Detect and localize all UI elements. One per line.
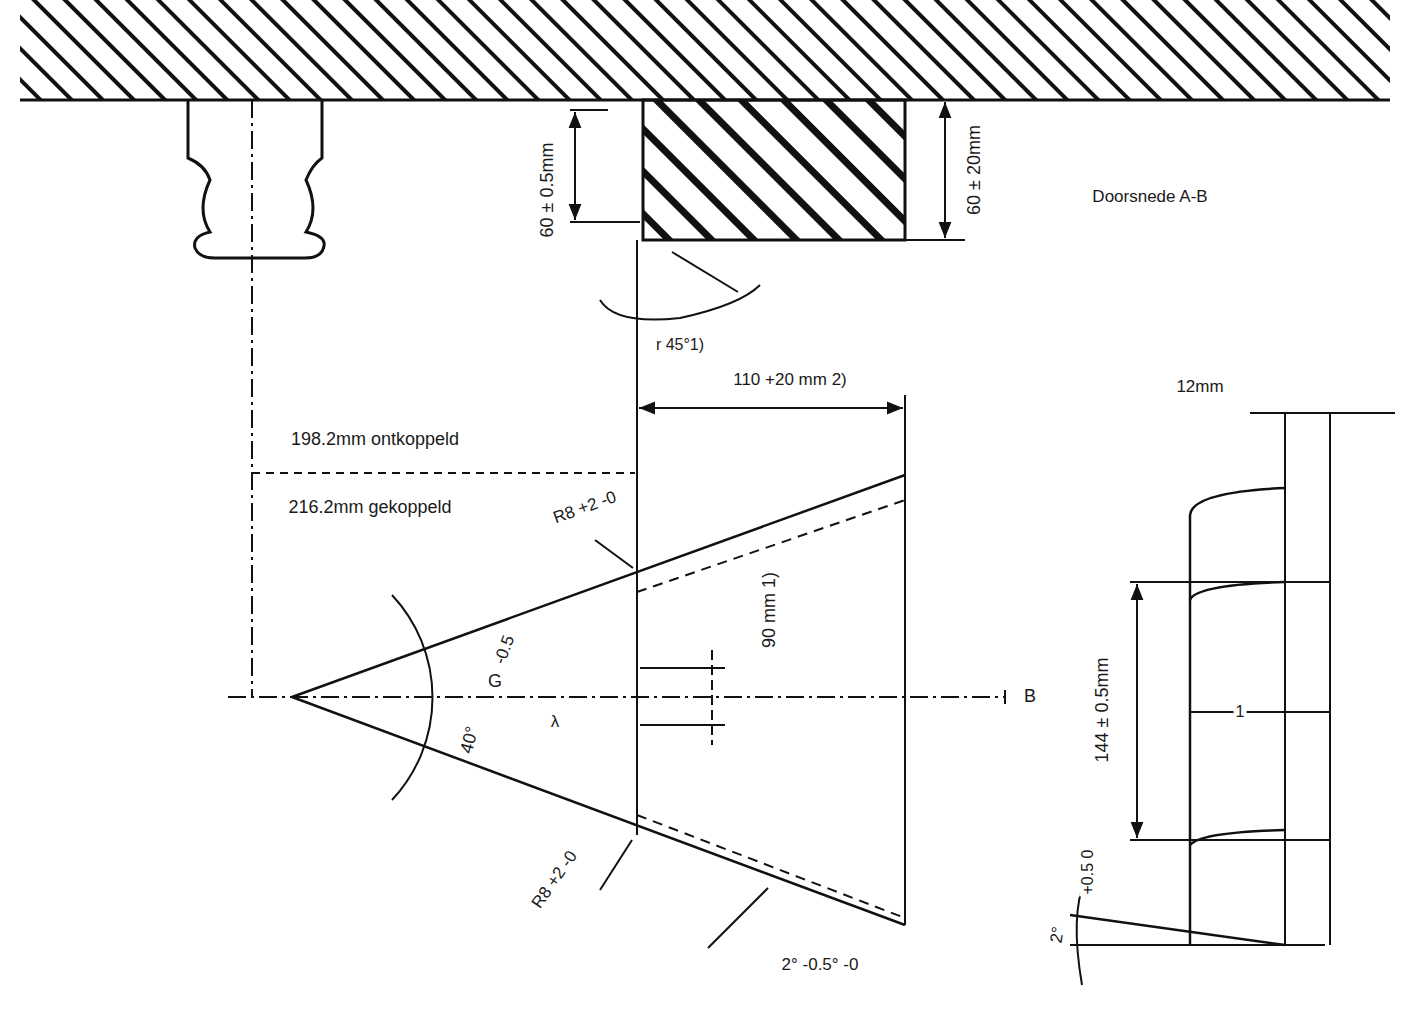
dimension-line xyxy=(711,650,713,745)
angle-arc xyxy=(392,595,432,800)
cone-edge xyxy=(292,697,905,925)
extension-line xyxy=(570,221,640,223)
hatched-body xyxy=(20,0,1390,100)
dimension-label: 2° xyxy=(1047,923,1069,946)
dimension-label: 12mm xyxy=(1174,378,1225,397)
dimension-label: B xyxy=(1022,687,1038,707)
dimension-line xyxy=(1250,412,1395,414)
detail-profile xyxy=(1190,830,1285,845)
detail-line xyxy=(1070,944,1325,946)
dimension-label: 90 mm 1) xyxy=(760,570,780,650)
detail-profile xyxy=(1190,582,1285,600)
detail-profile xyxy=(1190,488,1285,945)
detail-line xyxy=(1284,413,1286,945)
extension-line xyxy=(570,109,608,111)
extension-line xyxy=(1130,581,1330,583)
dimension-line xyxy=(1136,584,1138,838)
dimension-line xyxy=(639,407,903,409)
extension-line xyxy=(1190,711,1330,713)
dimension-label: 60 ± 0.5mm xyxy=(538,141,558,240)
dimension-label: 1 xyxy=(1234,703,1247,721)
dimension-label: G xyxy=(486,672,504,692)
dimension-label: 60 ± 20mm xyxy=(965,123,985,217)
dimension-label: Doorsnede A-B xyxy=(1090,188,1209,207)
dimension-label: R8 +2 -0 xyxy=(527,846,582,914)
leader-line xyxy=(708,888,768,948)
extension-line xyxy=(905,239,965,241)
leader-line xyxy=(672,252,738,292)
center-line xyxy=(251,100,253,697)
hidden-edge xyxy=(637,815,905,918)
leader-line xyxy=(600,840,632,890)
dimension-line xyxy=(252,472,635,474)
hatched-block xyxy=(643,100,905,240)
dimension-label: R8 +2 -0 xyxy=(549,487,621,528)
dimension-label: 2° -0.5° -0 xyxy=(780,956,861,975)
dimension-line xyxy=(944,102,946,238)
section-line xyxy=(636,240,638,835)
dimension-label: 216.2mm gekoppeld xyxy=(286,498,453,518)
detail-profile xyxy=(1070,915,1285,945)
extension-line xyxy=(1130,839,1330,841)
dimension-label: r 45°1) xyxy=(654,336,706,354)
section-mark xyxy=(1004,690,1006,704)
dimension-line xyxy=(574,112,576,220)
dimension-label: 144 ± 0.5mm xyxy=(1093,656,1113,765)
dimension-label: 198.2mm ontkoppeld xyxy=(289,430,461,450)
dimension-label: λ xyxy=(549,713,562,732)
dimension-label: -0.5 xyxy=(491,631,520,669)
axis-line xyxy=(228,696,1005,698)
dimension-label: 110 +20 mm 2) xyxy=(731,371,849,390)
dimension-label: +0.5 0 xyxy=(1079,848,1097,897)
dimension-label: 40° xyxy=(456,722,483,757)
leader-line xyxy=(595,540,633,568)
buffer-knob xyxy=(188,100,324,258)
detail-line xyxy=(1329,413,1331,945)
